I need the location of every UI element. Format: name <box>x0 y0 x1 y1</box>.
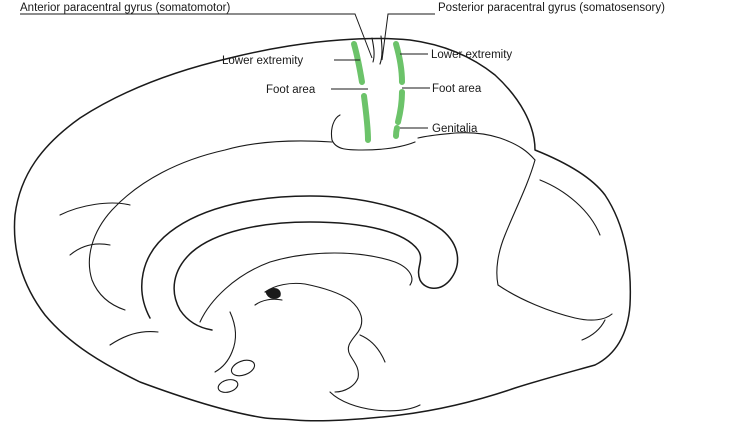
fornix <box>200 253 412 322</box>
parieto-occipital-sulcus <box>497 160 535 285</box>
aqueduct-line <box>360 335 385 362</box>
posterior-band-lower <box>396 128 397 136</box>
brain-outline <box>14 39 630 421</box>
calcarine-sulcus <box>498 285 612 320</box>
interthalamic-adhesion <box>266 289 280 299</box>
calcarine-branch <box>582 320 605 340</box>
leader-posterior-gyrus <box>382 14 435 60</box>
mammillary-body <box>217 378 239 395</box>
paracentral-lobule-outline <box>331 115 415 150</box>
central-sulcus-notch <box>372 38 374 62</box>
label-genitalia: Genitalia <box>432 123 478 135</box>
label-lower-extremity-right: Lower extremity <box>431 49 512 61</box>
frontal-sulcus <box>60 203 130 215</box>
optic-chiasm <box>229 357 256 378</box>
anterior-band-lower <box>364 96 368 140</box>
occipital-sulcus <box>540 180 600 235</box>
paracentral-highlights <box>354 44 402 140</box>
cingulate-sulcus-anterior <box>89 141 332 310</box>
label-foot-area-right: Foot area <box>432 83 482 95</box>
posterior-band-upper <box>396 44 402 82</box>
anterior-band-upper <box>354 44 362 82</box>
lamina-terminalis <box>215 312 236 372</box>
cingulate-sulcus <box>418 133 535 160</box>
frontal-sulcus-3 <box>110 332 158 345</box>
label-foot-area-left: Foot area <box>266 84 316 96</box>
label-anterior-gyrus: Anterior paracentral gyrus (somatomotor) <box>20 2 230 14</box>
label-lower-extremity-left: Lower extremity <box>222 55 303 67</box>
brainstem-cut <box>330 392 420 411</box>
label-posterior-gyrus: Posterior paracentral gyrus (somatosenso… <box>438 2 665 14</box>
hypothalamic-sulcus <box>255 299 282 305</box>
leader-anterior-gyrus <box>20 14 372 58</box>
corpus-callosum-outer <box>142 196 458 330</box>
posterior-band-middle <box>398 92 402 122</box>
